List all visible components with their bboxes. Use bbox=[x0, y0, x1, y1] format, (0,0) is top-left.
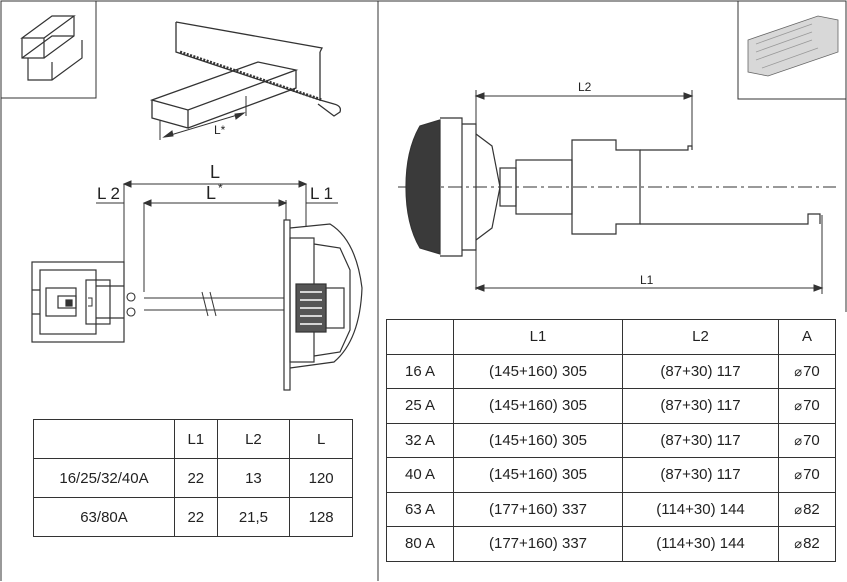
table-cell: 25 A bbox=[386, 388, 454, 424]
profile-cut-icon bbox=[20, 15, 83, 81]
top-cut-label: L* bbox=[214, 123, 226, 137]
table-header-cell: A bbox=[778, 319, 836, 355]
table-cell: (114+30) 144 bbox=[622, 491, 779, 527]
table-cell: 16/25/32/40A bbox=[33, 458, 175, 498]
table-row: 63 A (177+160) 337 (114+30) 144 ⌀82 bbox=[386, 491, 836, 527]
table-cell: 32 A bbox=[386, 422, 454, 458]
dim-label-Lstar: L bbox=[206, 183, 216, 203]
table-cell: ⌀70 bbox=[778, 388, 836, 424]
diameter-icon: ⌀ bbox=[794, 467, 803, 483]
table-cell: (177+160) 337 bbox=[453, 491, 623, 527]
table-cell: (177+160) 337 bbox=[453, 526, 623, 562]
left-dimensions bbox=[96, 180, 338, 292]
table-cell: 22 bbox=[174, 497, 218, 537]
table-cell: (87+30) 117 bbox=[622, 388, 779, 424]
table-header-cell: L1 bbox=[453, 319, 623, 355]
diameter-icon: ⌀ bbox=[794, 398, 803, 414]
table-cell: (145+160) 305 bbox=[453, 388, 623, 424]
dim-label-L2-right: L2 bbox=[578, 80, 592, 94]
table-row: 63/80A 22 21,5 128 bbox=[33, 497, 353, 537]
table-cell: 120 bbox=[289, 458, 353, 498]
mounting-plate-icon bbox=[747, 15, 839, 77]
table-cell: 22 bbox=[174, 458, 218, 498]
table-header-row: L1 L2 L bbox=[33, 419, 353, 459]
diameter-icon: ⌀ bbox=[794, 501, 803, 517]
table-header-cell: L2 bbox=[622, 319, 779, 355]
table-cell: (87+30) 117 bbox=[622, 457, 779, 493]
dim-label-star: * bbox=[218, 181, 223, 195]
left-dimensions-table: L1 L2 L 16/25/32/40A 22 13 120 63/80A 22… bbox=[33, 419, 353, 537]
mounting-plate bbox=[283, 219, 291, 391]
table-cell: (114+30) 144 bbox=[622, 526, 779, 562]
diameter-icon: ⌀ bbox=[794, 363, 803, 379]
table-cell: ⌀82 bbox=[778, 491, 836, 527]
table-cell: 40 A bbox=[386, 457, 454, 493]
table-header-cell: L1 bbox=[174, 419, 218, 459]
switch-body-left bbox=[289, 223, 363, 369]
plate-icon-box bbox=[737, 0, 847, 100]
table-row: 80 A (177+160) 337 (114+30) 144 ⌀82 bbox=[386, 526, 836, 562]
table-row: 32 A (145+160) 305 (87+30) 117 ⌀70 bbox=[386, 422, 836, 458]
dim-label-L1-right: L1 bbox=[640, 273, 654, 287]
table-cell: ⌀82 bbox=[778, 526, 836, 562]
table-cell: 21,5 bbox=[216, 497, 291, 537]
table-cell: 13 bbox=[216, 458, 291, 498]
hacksaw-illustration bbox=[149, 21, 342, 129]
table-cell: ⌀70 bbox=[778, 457, 836, 493]
dim-label-L2-left: L 2 bbox=[97, 184, 120, 203]
table-cell: (87+30) 117 bbox=[622, 353, 779, 389]
table-row: 16/25/32/40A 22 13 120 bbox=[33, 458, 353, 498]
dim-label-L: L bbox=[210, 162, 220, 182]
diameter-value: 70 bbox=[803, 431, 820, 449]
table-header-row: L1 L2 A bbox=[386, 319, 836, 355]
diameter-value: 82 bbox=[803, 500, 820, 518]
diameter-icon: ⌀ bbox=[794, 432, 803, 448]
table-cell: 63 A bbox=[386, 491, 454, 527]
diameter-value: 82 bbox=[803, 535, 820, 553]
table-header-cell: L bbox=[289, 419, 353, 459]
table-cell: 80 A bbox=[386, 526, 454, 562]
table-cell: (145+160) 305 bbox=[453, 353, 623, 389]
table-cell: 128 bbox=[289, 497, 353, 537]
diameter-value: 70 bbox=[803, 362, 820, 380]
table-cell: (87+30) 117 bbox=[622, 422, 779, 458]
table-row: 16 A (145+160) 305 (87+30) 117 ⌀70 bbox=[386, 353, 836, 389]
right-dimensions-table: L1 L2 A 16 A (145+160) 305 (87+30) 117 ⌀… bbox=[386, 319, 836, 562]
table-header-cell: L2 bbox=[216, 419, 291, 459]
top-cut-dimension bbox=[159, 96, 247, 140]
table-cell: 16 A bbox=[386, 353, 454, 389]
handle-body bbox=[31, 261, 125, 343]
diameter-value: 70 bbox=[803, 466, 820, 484]
table-header-cell bbox=[386, 319, 454, 355]
table-cell: ⌀70 bbox=[778, 353, 836, 389]
dim-label-L1-left: L 1 bbox=[310, 184, 333, 203]
table-cell: (145+160) 305 bbox=[453, 457, 623, 493]
switch-body-right bbox=[405, 117, 821, 257]
table-header-cell bbox=[33, 419, 175, 459]
table-cell: 63/80A bbox=[33, 497, 175, 537]
table-row: 40 A (145+160) 305 (87+30) 117 ⌀70 bbox=[386, 457, 836, 493]
table-cell: ⌀70 bbox=[778, 422, 836, 458]
diameter-icon: ⌀ bbox=[794, 536, 803, 552]
shaft bbox=[126, 291, 284, 317]
diameter-value: 70 bbox=[803, 397, 820, 415]
right-dimensions bbox=[398, 90, 836, 294]
table-row: 25 A (145+160) 305 (87+30) 117 ⌀70 bbox=[386, 388, 836, 424]
table-cell: (145+160) 305 bbox=[453, 422, 623, 458]
